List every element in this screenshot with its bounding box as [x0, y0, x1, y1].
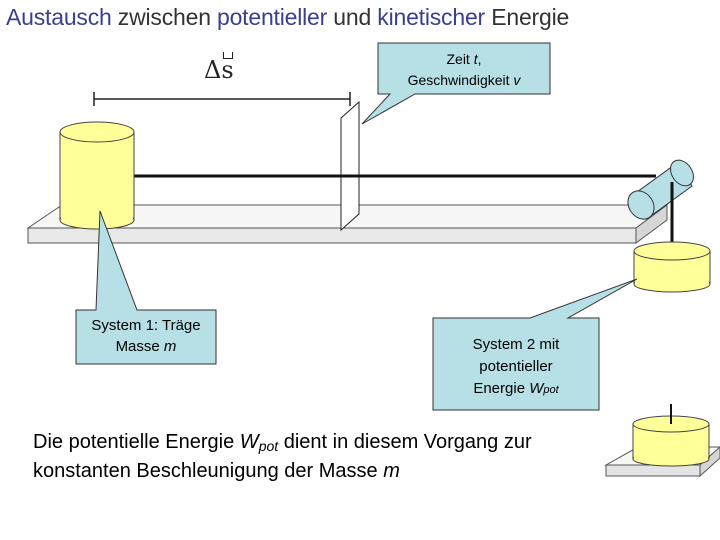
geschwindigkeit-label: Geschwindigkeit	[407, 72, 514, 88]
masse-label: Masse	[115, 338, 164, 355]
description-m-symbol: m	[383, 460, 400, 482]
title-word-energie: Energie	[485, 4, 570, 30]
w-symbol: W	[529, 380, 544, 397]
callout-system2-shape	[432, 278, 638, 411]
hanging-weight	[633, 241, 711, 293]
title-word-potentieller: potentieller	[216, 4, 328, 30]
energie-label: Energie	[473, 380, 530, 397]
m-symbol: m	[163, 338, 177, 355]
callout-system2-line1: System 2 mit	[472, 336, 560, 353]
callout-system2-text: System 2 mit potentieller Energie Wpot	[435, 334, 597, 401]
callout-system2-line3: Energie Wpot	[435, 378, 597, 401]
title-word-zwischen: zwischen	[111, 4, 217, 30]
description-w-symbol: W	[239, 431, 259, 453]
cart-mass-cylinder	[59, 121, 135, 230]
distance-marker	[93, 92, 351, 106]
callout-system1-text: System 1: Träge Masse m	[78, 315, 214, 357]
callout-zeit-line2: Geschwindigkeit v	[380, 70, 548, 91]
zeit-label: Zeit	[446, 51, 474, 67]
title-word-und: und	[327, 4, 378, 30]
callout-zeit-shape	[361, 42, 551, 125]
vector-bar	[223, 52, 234, 59]
slide-title: Austausch zwischen potentieller und kine…	[6, 4, 569, 31]
callout-system1-line2: Masse m	[78, 336, 214, 357]
v-symbol: v	[513, 72, 521, 88]
callout-system2-line2: potentieller	[479, 358, 553, 375]
callout-system1-line1: System 1: Träge	[91, 317, 201, 334]
s-vector: s	[221, 52, 234, 84]
floor-weight	[604, 404, 720, 478]
callout-system1-shape	[75, 210, 217, 365]
delta-symbol: Δ	[204, 56, 222, 84]
callout-zeit-text: Zeit t, Geschwindigkeit v	[380, 49, 548, 91]
callout-zeit-line1: Zeit t,	[380, 49, 548, 70]
description-part2: dient in diesem Vorgang zur konstanten B…	[33, 431, 532, 482]
description-part1: Die potentielle Energie	[33, 431, 240, 453]
pulley	[627, 159, 694, 220]
pot-subscript: pot	[543, 384, 559, 396]
description-text: Die potentielle Energie Wpot dient in di…	[33, 430, 553, 484]
s-letter: s	[221, 56, 234, 84]
title-word-kinetischer: kinetischer	[377, 4, 486, 30]
light-gate-plate	[340, 100, 360, 232]
t-symbol: t	[473, 51, 478, 67]
description-pot-subscript: pot	[258, 438, 279, 454]
title-word-austausch: Austausch	[6, 4, 112, 30]
comma: ,	[477, 51, 482, 67]
